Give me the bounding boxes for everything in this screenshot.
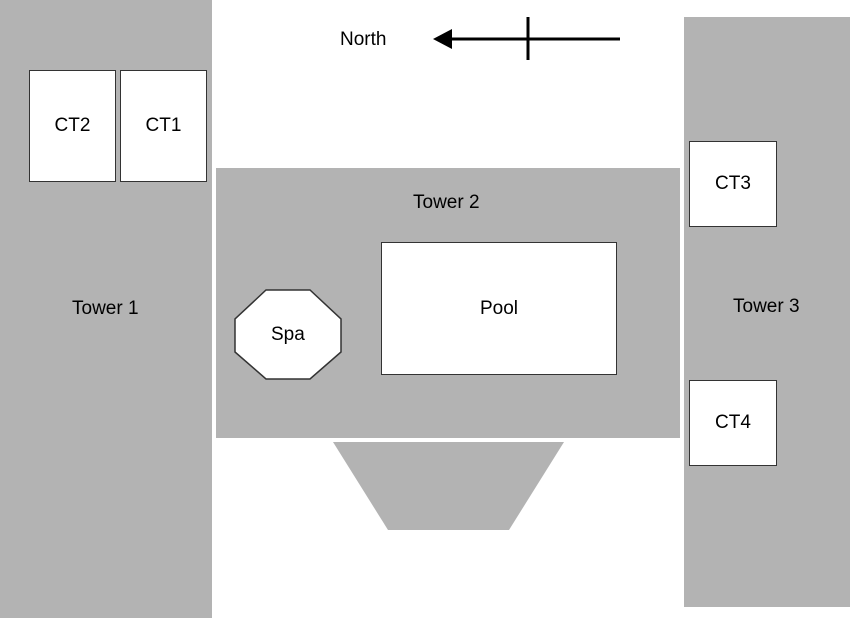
tower-3-label: Tower 3	[733, 296, 800, 317]
ct2-box: CT2	[29, 70, 116, 182]
pool-box: Pool	[381, 242, 617, 375]
tower-2-label: Tower 2	[413, 192, 480, 213]
north-arrow-icon	[433, 17, 620, 60]
tower-1-label: Tower 1	[72, 298, 139, 319]
ct4-box: CT4	[689, 380, 777, 466]
spa-octagon	[234, 289, 342, 380]
tower-3	[684, 17, 850, 607]
compass-label: North	[340, 29, 387, 50]
entrance-trapezoid	[333, 442, 564, 530]
ct3-box: CT3	[689, 141, 777, 227]
ct1-box: CT1	[120, 70, 207, 182]
spa-label: Spa	[271, 324, 305, 345]
